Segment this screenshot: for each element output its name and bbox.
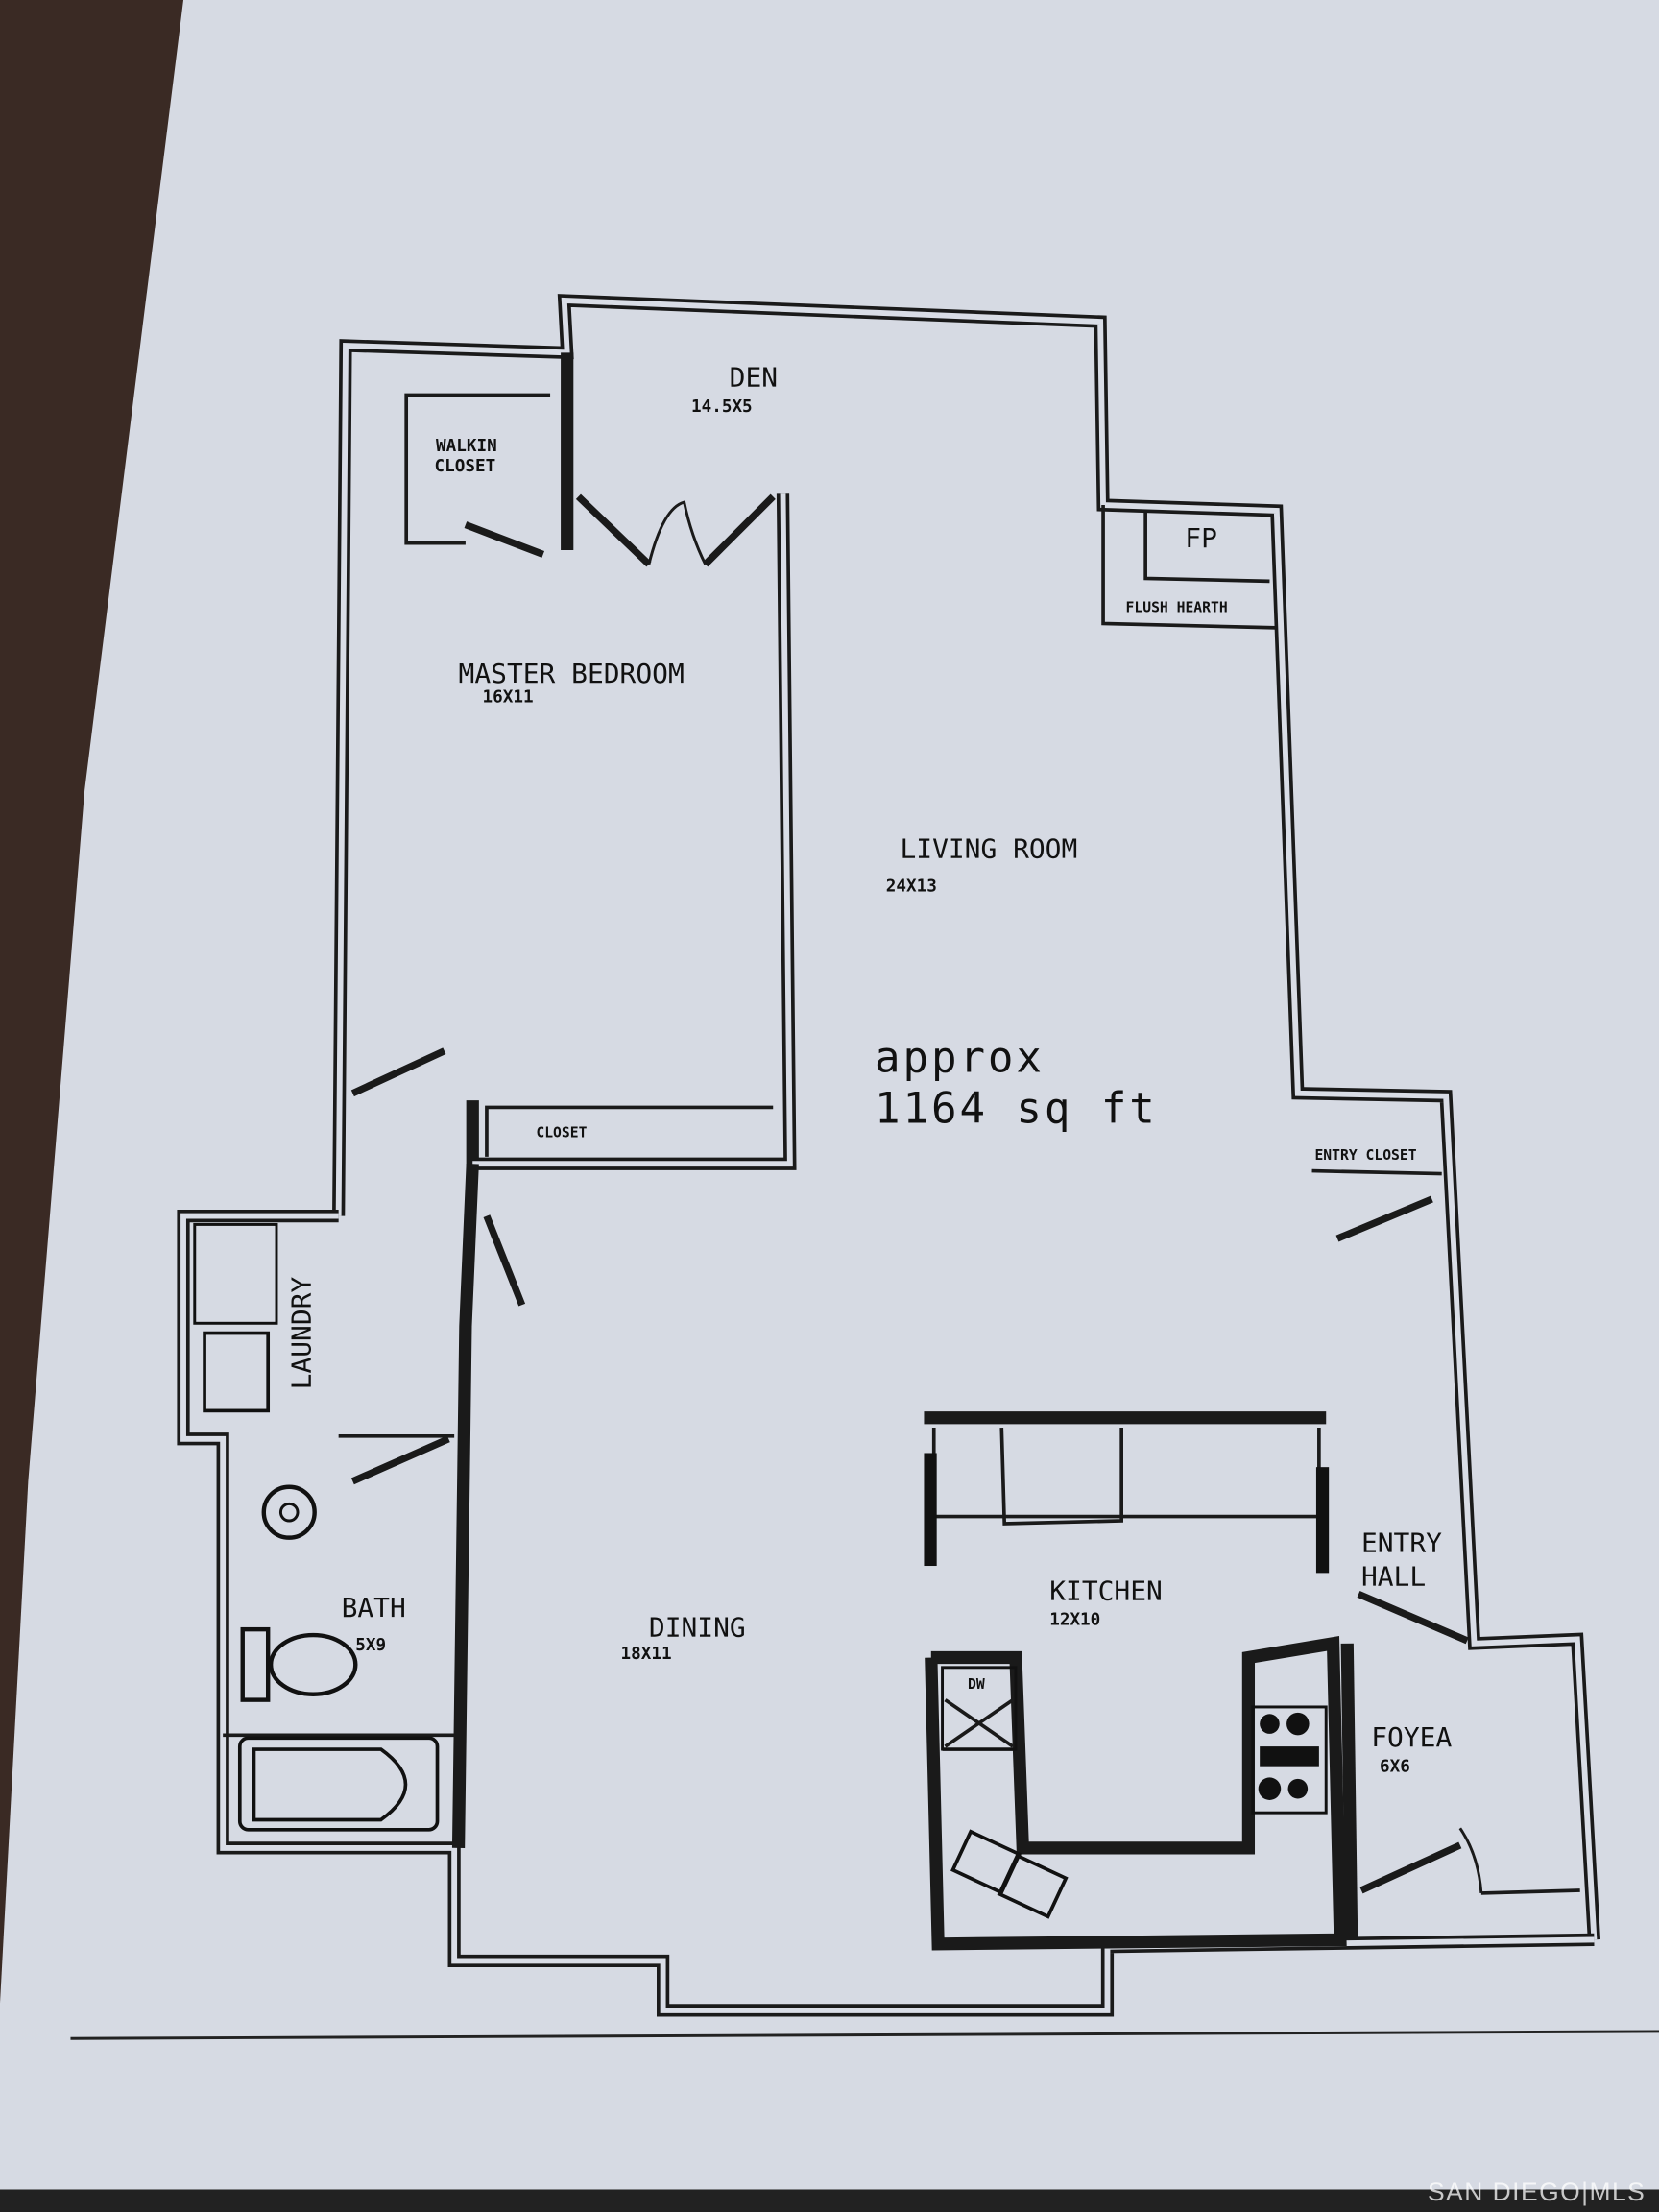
bath-label: BATH	[342, 1592, 406, 1623]
closet-label: CLOSET	[536, 1124, 587, 1141]
walkin-closet-label-2: CLOSET	[435, 457, 496, 476]
dishwasher-label: DW	[968, 1676, 985, 1693]
foyer-size: 6X6	[1380, 1758, 1410, 1777]
fixtures	[70, 493, 1659, 2040]
entry-hall-label-2: HALL	[1361, 1561, 1426, 1593]
bottom-edge	[0, 2189, 1659, 2212]
living-room-label: LIVING ROOM	[900, 832, 1077, 864]
area-sqft-label: 1164 sq ft	[875, 1085, 1158, 1134]
flush-hearth-label: FLUSH HEARTH	[1126, 600, 1228, 616]
walls	[177, 294, 1601, 2017]
fireplace-label: FP	[1185, 522, 1217, 554]
master-bedroom-size: 16X11	[483, 688, 534, 708]
walkin-closet-label-1: WALKIN	[436, 437, 497, 456]
kitchen-size: 12X10	[1049, 1611, 1100, 1630]
bath-size: 5X9	[355, 1636, 386, 1655]
master-bedroom-label: MASTER BEDROOM	[459, 658, 685, 689]
entry-hall-label-1: ENTRY	[1361, 1527, 1442, 1558]
den-label: DEN	[730, 362, 778, 394]
living-room-size: 24X13	[886, 878, 937, 897]
area-approx-label: approx	[875, 1034, 1045, 1083]
entry-closet-label: ENTRY CLOSET	[1314, 1147, 1416, 1164]
dining-size: 18X11	[621, 1645, 672, 1664]
den-size: 14.5X5	[691, 397, 753, 417]
laundry-label: LAUNDRY	[285, 1277, 317, 1390]
dining-label: DINING	[649, 1611, 746, 1643]
kitchen-label: KITCHEN	[1049, 1575, 1163, 1606]
foyer-label: FOYEA	[1371, 1721, 1452, 1753]
watermark: SAN DIEGO|MLS	[1428, 2177, 1646, 2206]
